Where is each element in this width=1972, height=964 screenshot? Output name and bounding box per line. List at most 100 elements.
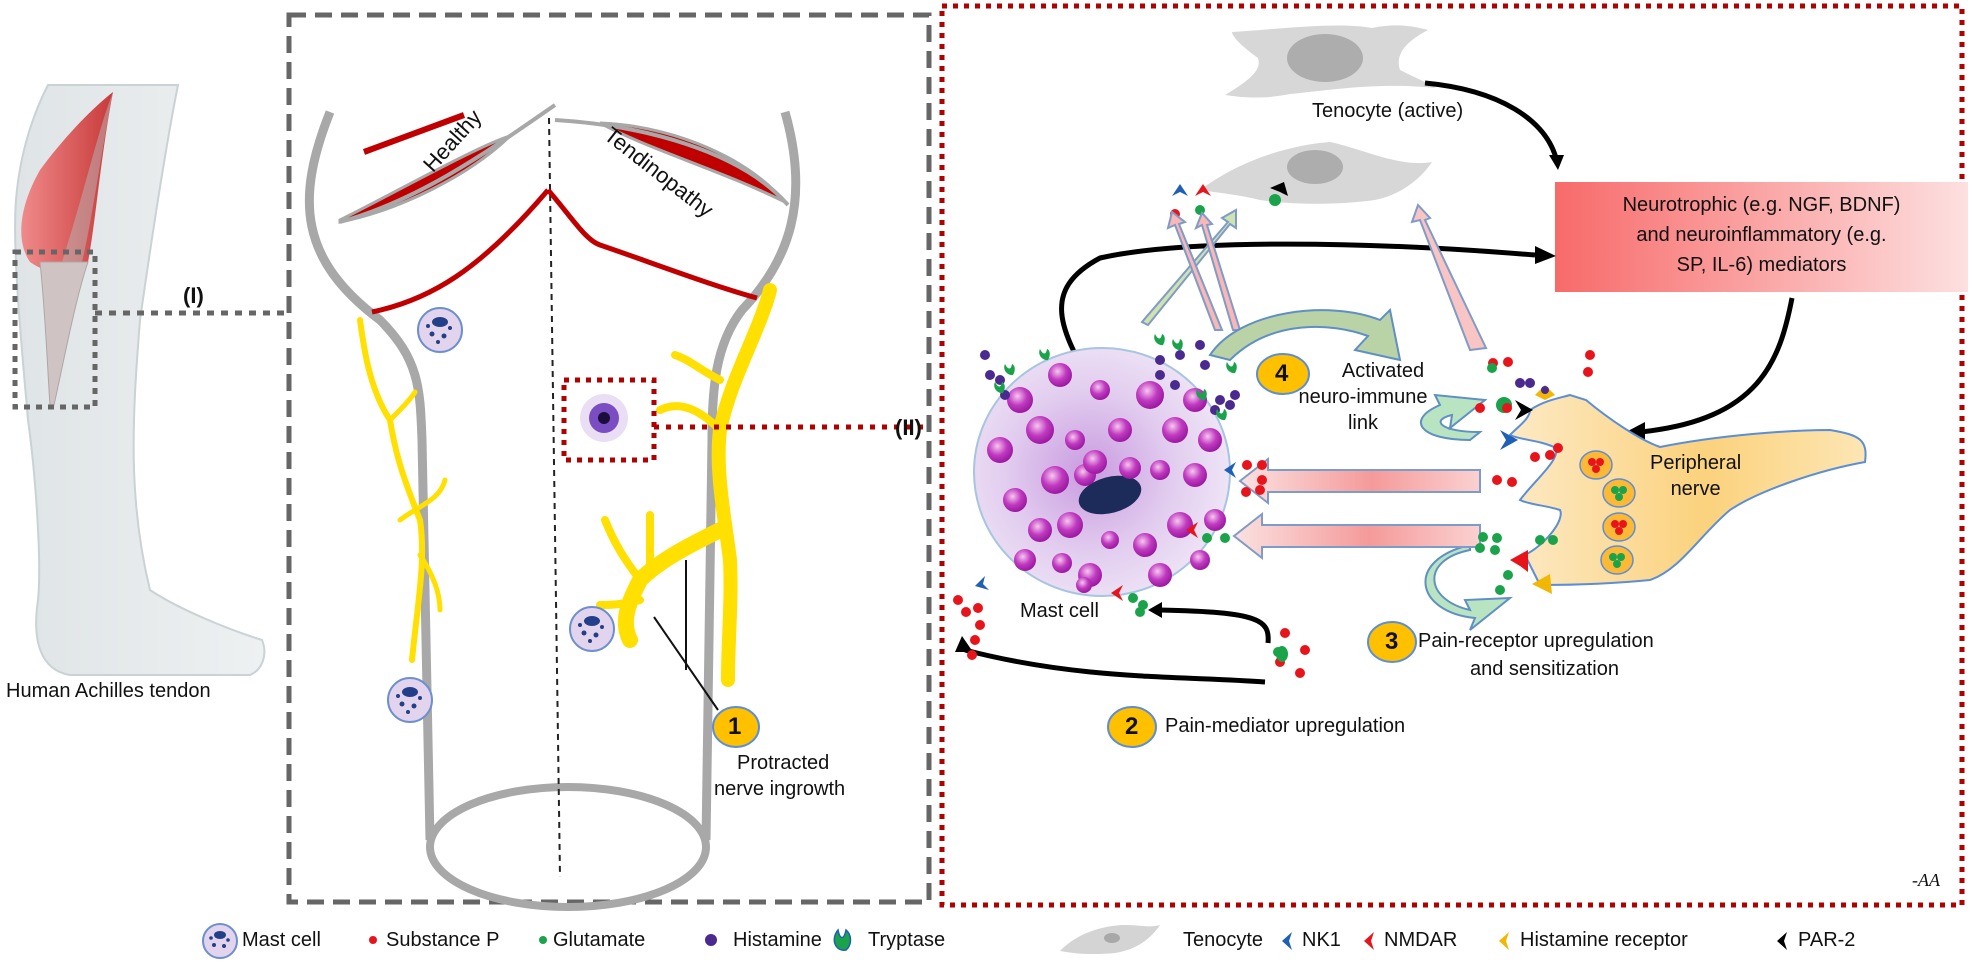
- substance-p: [973, 603, 983, 613]
- nk1-receptor: [1172, 184, 1188, 196]
- healthy-gray-edge: [339, 103, 557, 224]
- granule: [1119, 457, 1141, 479]
- nk1-receptor: [1224, 462, 1236, 478]
- peripheral-nerve: [1508, 393, 1867, 587]
- tenocyte-lower-nucleus: [1287, 150, 1343, 184]
- leg-zoom-box: [12, 249, 98, 410]
- leg-illustration: [12, 84, 285, 676]
- tendinopathy-gray-edge: [554, 118, 790, 207]
- mediator-box-line1: Neurotrophic (e.g. NGF, BDNF): [1622, 194, 1901, 216]
- granule: [1101, 531, 1119, 549]
- legend-tenocyte-label: Tenocyte: [1183, 929, 1264, 951]
- step-4-line3: link: [1347, 412, 1378, 434]
- tryptase: [1196, 389, 1207, 401]
- vesicle-content: [1619, 520, 1627, 528]
- glutamate: [1202, 533, 1212, 543]
- arrow-tenocyte-to-mediators: [1424, 80, 1559, 159]
- histamine: [1195, 340, 1205, 350]
- calf-muscle: [21, 92, 113, 272]
- substance-p: [1507, 477, 1517, 487]
- nerve-vesicles: [1579, 450, 1636, 575]
- nerve-label-line2: nerve: [1670, 478, 1721, 500]
- legend-substance-p-label: Substance P: [386, 929, 500, 951]
- histamine-receptor: [1532, 574, 1552, 594]
- substance-p: [1553, 443, 1563, 453]
- nerve-label: Peripheral nerve: [1650, 450, 1741, 502]
- tryptase: [1226, 362, 1237, 374]
- glutamate: [1535, 535, 1545, 545]
- step-2-number: 2: [1125, 713, 1139, 740]
- histamine: [1525, 378, 1535, 388]
- curved-arrow-top: [1208, 307, 1402, 362]
- step-4-line1: Activated: [1341, 360, 1425, 382]
- histamine: [985, 370, 995, 380]
- activated-mast-cell-zoom-box: [561, 377, 657, 463]
- substance-p: [1241, 487, 1251, 497]
- arrowhead: [1535, 246, 1556, 264]
- substance-p: [961, 607, 971, 617]
- substance-p: [1475, 403, 1485, 413]
- arrow-to-tenocyte-green: [1140, 208, 1237, 327]
- leg-link-label: (I): [183, 283, 204, 308]
- glutamate: [1135, 607, 1145, 617]
- legend-histamine-receptor-icon: [1499, 932, 1509, 950]
- glutamate: [1492, 533, 1502, 543]
- vesicle-content: [1596, 458, 1604, 466]
- step-4-badge: [1256, 353, 1310, 395]
- healthy-nerve-branch: [387, 389, 448, 613]
- substance-p: [1257, 475, 1267, 485]
- granule: [1076, 577, 1092, 593]
- arrowhead: [1549, 155, 1564, 170]
- mediator-box-line3: SP, IL-6) mediators: [1676, 254, 1847, 276]
- glutamate: [1220, 533, 1230, 543]
- vesicle-content: [1611, 520, 1619, 528]
- step-1-text-line2: nerve ingrowth: [714, 778, 846, 800]
- tenocyte-label: Tenocyte (active): [1312, 100, 1464, 122]
- legend-tryptase-icon: [833, 928, 852, 951]
- arrow-to-tenocyte-pink: [1166, 210, 1224, 331]
- vesicle-content: [1615, 493, 1623, 501]
- legend-par2-label: PAR-2: [1798, 929, 1856, 951]
- vesicle-content: [1592, 465, 1600, 473]
- step-2-badge: [1107, 706, 1157, 748]
- tryptase: [1172, 339, 1183, 351]
- nmdar-receptor: [1111, 585, 1123, 601]
- tryptase: [1154, 334, 1165, 346]
- tendinopathy-nerve-sprout: [596, 351, 724, 609]
- legend-glutamate-icon: [539, 936, 547, 944]
- tryptase: [1216, 409, 1227, 421]
- legend-mast-cell-icon: [202, 923, 238, 959]
- vesicle-content: [1619, 486, 1627, 494]
- curved-arrow-bottom: [1424, 543, 1514, 631]
- par2-receptor: [1515, 400, 1533, 420]
- histamine: [1170, 380, 1180, 390]
- vesicle-content: [1588, 458, 1596, 466]
- granule: [1090, 380, 1110, 400]
- granule: [1052, 553, 1072, 573]
- vesicle-content: [1615, 527, 1623, 535]
- healthy-junction-line: [371, 188, 550, 315]
- tendinopathy-junction-line: [546, 188, 758, 301]
- granule: [1003, 488, 1027, 512]
- legend-par2-icon: [1777, 932, 1787, 950]
- legend-histamine-receptor-label: Histamine receptor: [1520, 929, 1688, 951]
- substance-p: [1280, 628, 1290, 638]
- tendon-link-label: (II): [895, 415, 922, 440]
- nerve-label-line1: Peripheral: [1650, 452, 1742, 474]
- legend-histamine-label: Histamine: [733, 929, 822, 951]
- granule: [1007, 387, 1033, 413]
- activated-mast-cell: [580, 394, 628, 442]
- achilles-tendon: [39, 261, 89, 406]
- leg-caption: Human Achilles tendon: [6, 680, 211, 702]
- glutamate: [1487, 363, 1497, 373]
- mast-cell-granules: [987, 363, 1226, 593]
- legend-nk1-label: NK1: [1302, 929, 1341, 951]
- mechanism-panel-frame: [939, 3, 1965, 908]
- nmdar-receptor: [1195, 184, 1211, 196]
- arrow-to-tenocyte-pink-2: [1194, 211, 1242, 331]
- nmdar-receptor: [1186, 522, 1198, 538]
- mediator-box-line2: and neuroinflammatory (e.g.: [1636, 224, 1887, 246]
- mast-cell: [569, 606, 615, 652]
- arrow-mediator-to-mast-left: [964, 647, 1266, 685]
